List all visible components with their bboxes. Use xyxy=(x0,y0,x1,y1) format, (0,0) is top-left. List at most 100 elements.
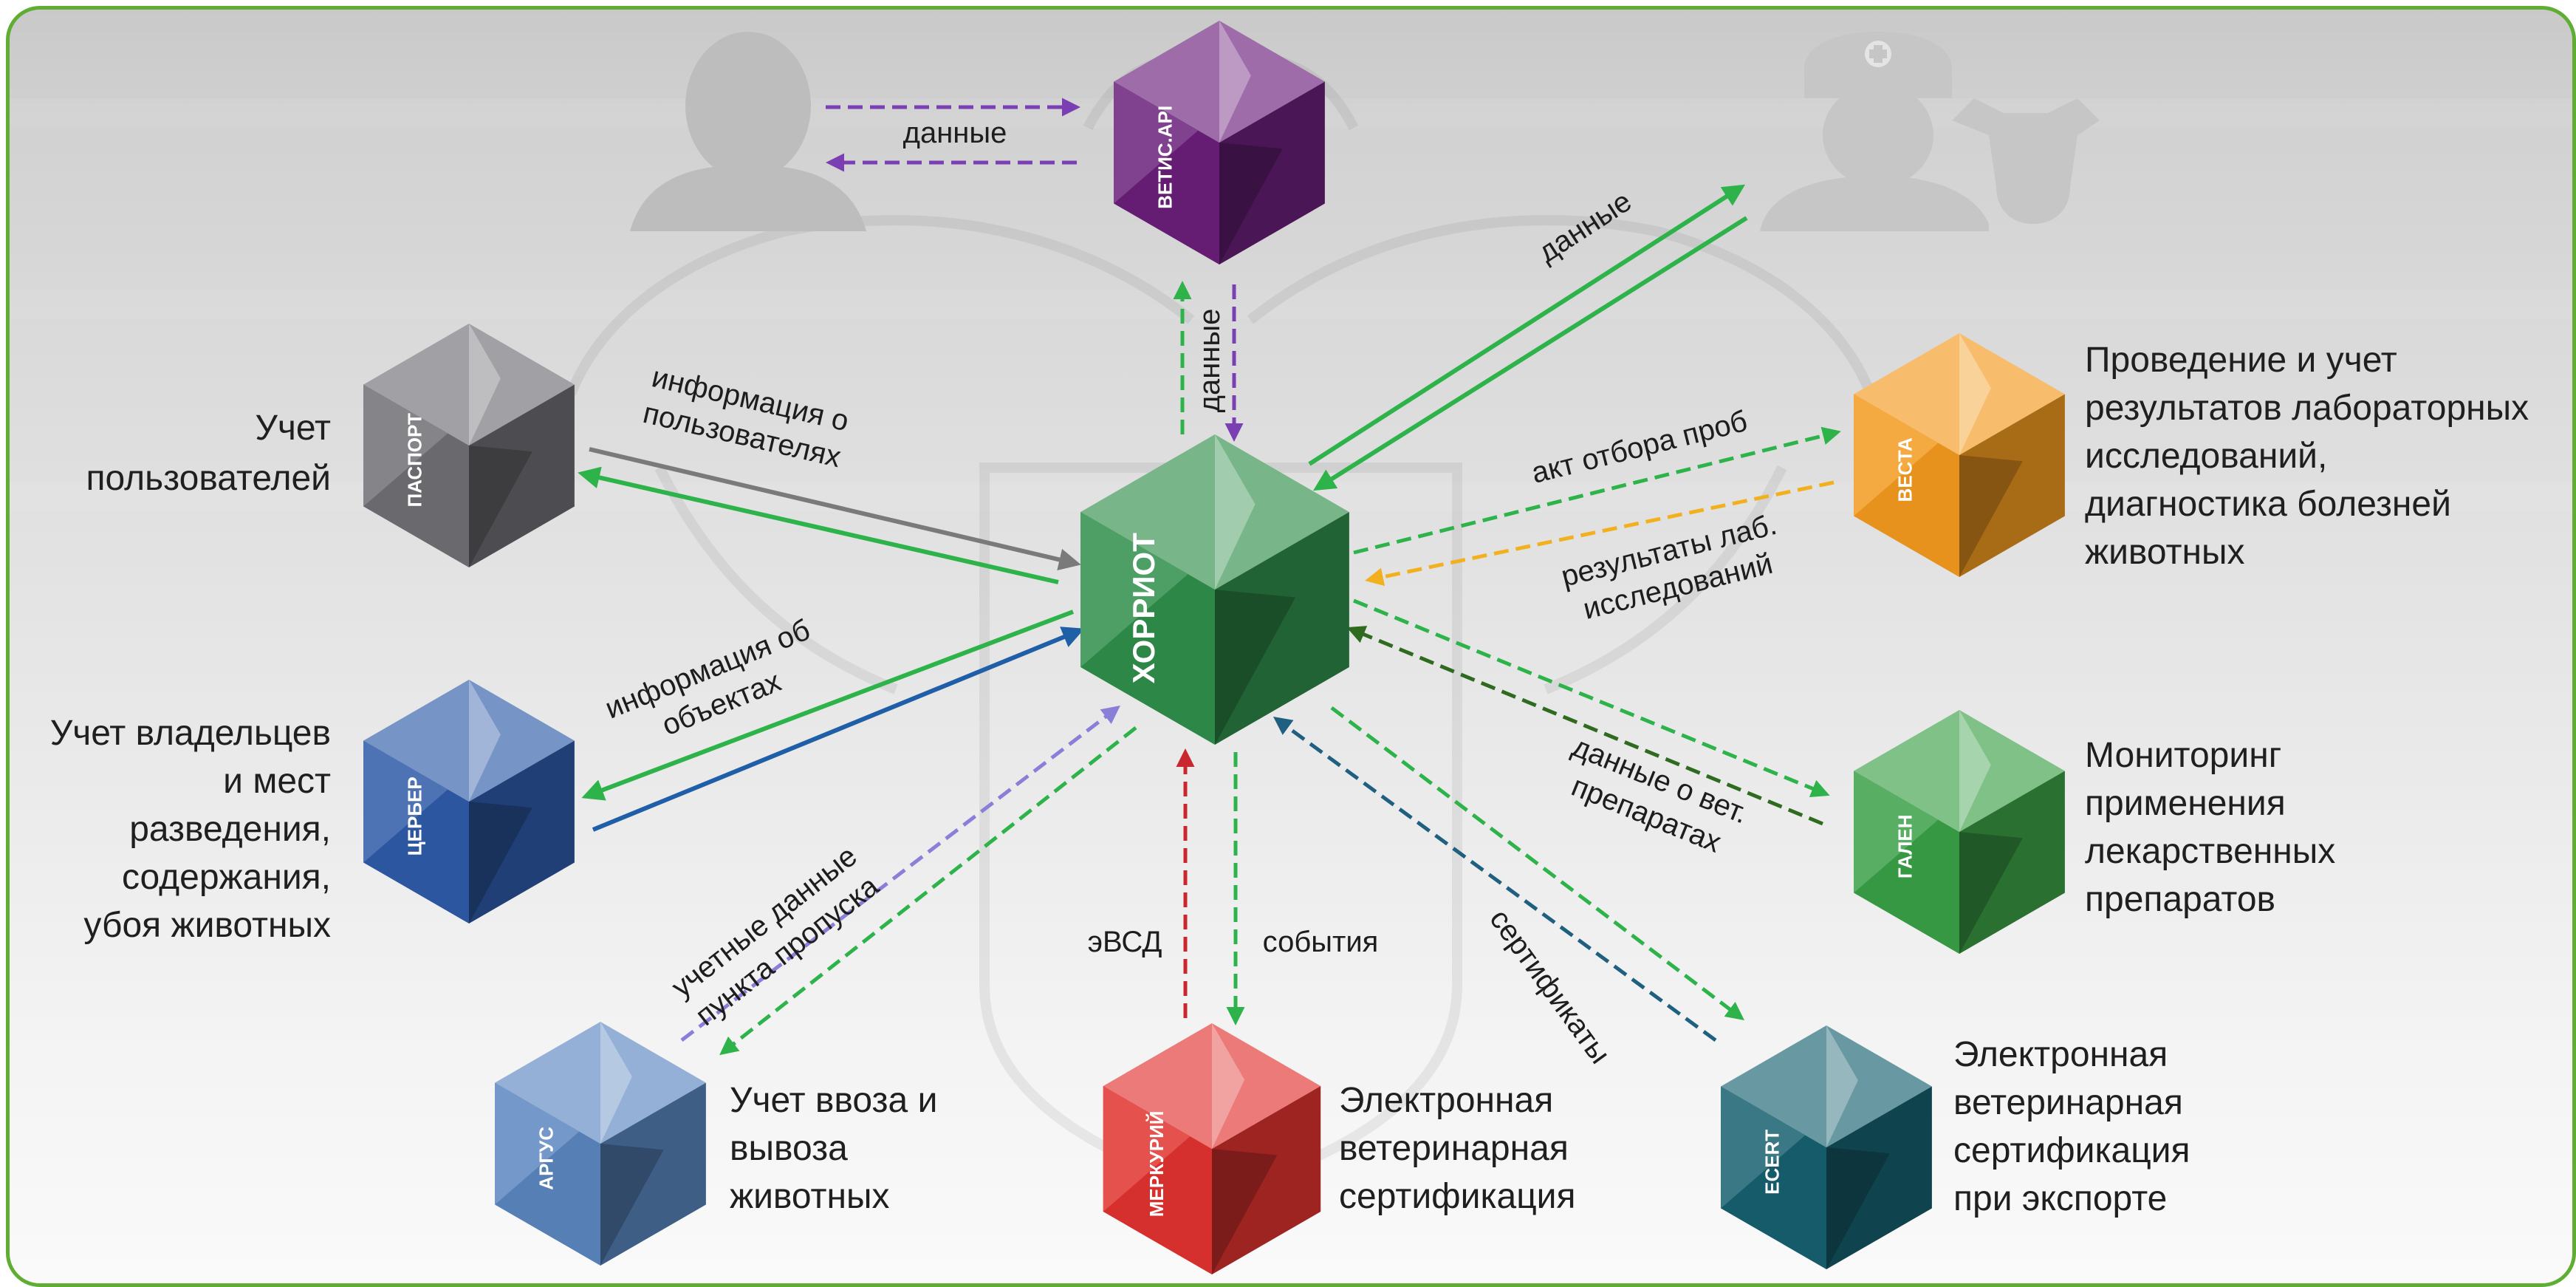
desc-line: вывоза xyxy=(730,1129,848,1168)
label-api-user: данные xyxy=(903,117,1007,149)
cube-vesta[interactable]: ВЕСТА xyxy=(1854,333,2065,577)
cube-right-face xyxy=(1212,1086,1321,1274)
cube-label: ВЕСТА xyxy=(1894,437,1916,502)
desc-cerber: Учет владельцев и мест разведения, содер… xyxy=(50,714,331,945)
desc-ecert: Электронная ветеринарная сертификация пр… xyxy=(1953,1035,2190,1218)
label-evsd: эВСД xyxy=(1088,926,1162,958)
cube-facet xyxy=(1219,21,1251,143)
cube-facet xyxy=(1721,1086,1806,1209)
label-cerber: информация об объектах xyxy=(600,613,815,742)
desc-line: ветеринарная xyxy=(1339,1129,1569,1168)
desc-line: и мест xyxy=(223,762,331,801)
cube-facet xyxy=(469,802,532,924)
cube-vetis-api[interactable]: ВЕТИС.API xyxy=(1114,21,1325,264)
cube-facet xyxy=(495,1082,580,1205)
desc-line: Учет ввоза и xyxy=(730,1081,937,1120)
cube-label: ХОРРИОТ xyxy=(1126,533,1161,683)
desc-line: при экспорте xyxy=(1953,1179,2167,1218)
cube-facet xyxy=(363,740,448,863)
desc-vesta: Проведение и учет результатов лабораторн… xyxy=(2085,341,2529,572)
cubes-layer: ВЕТИС.API ПАСПОРТ ХОРРИОТ ВЕСТА ЦЕРБЕР Г… xyxy=(363,21,2065,1274)
state-emblem-watermark xyxy=(566,48,1876,1198)
desc-line: содержания, xyxy=(122,858,331,897)
desc-line: Электронная xyxy=(1953,1035,2168,1074)
label-galen: данные о вет. препаратах xyxy=(1567,730,1753,858)
cube-galen[interactable]: ГАЛЕН xyxy=(1854,710,2065,954)
cube-facet xyxy=(1219,143,1283,264)
cube-label: ECERT xyxy=(1761,1130,1784,1195)
cube-facet xyxy=(1854,394,1939,516)
cube-facet xyxy=(1080,512,1188,667)
desc-line: животных xyxy=(730,1177,890,1216)
desc-line: ветеринарная xyxy=(1953,1083,2183,1122)
user-silhouette-icon xyxy=(630,32,866,231)
cube-right-face xyxy=(1959,394,2065,577)
cube-mercury[interactable]: МЕРКУРИЙ xyxy=(1103,1023,1321,1274)
cube-right-face xyxy=(1826,1086,1932,1269)
cube-facet xyxy=(1215,590,1296,745)
cube-facet xyxy=(1212,1149,1278,1274)
label-argus: учетные данные пункта пропуска xyxy=(665,840,885,1033)
arrow-ecert-to-hub xyxy=(1272,717,1717,1042)
cube-facet xyxy=(1826,1025,1858,1147)
cube-facet xyxy=(1959,710,1991,832)
arrow-cerber-to-hub xyxy=(592,627,1085,832)
desc-argus: Учет ввоза и вывоза животных xyxy=(730,1081,937,1216)
cube-facet xyxy=(1212,1023,1245,1149)
cube-right-face xyxy=(469,384,575,567)
descriptions: Учет пользователей Учет владельцев и мес… xyxy=(50,341,2529,1218)
desc-line: препаратов xyxy=(2085,880,2275,919)
cube-facet xyxy=(469,446,532,567)
label-certs: сертификаты xyxy=(1483,904,1616,1070)
arrow-hub-to-ecert xyxy=(1330,706,1744,1021)
cube-facet xyxy=(469,324,501,446)
cube-hub[interactable]: ХОРРИОТ xyxy=(1080,434,1349,745)
desc-line: исследований, xyxy=(2085,437,2327,476)
arrow-passport-to-hub xyxy=(589,447,1081,571)
cube-facet xyxy=(1959,455,2023,577)
desc-passport: Учет пользователей xyxy=(86,409,331,498)
desc-line: Проведение и учет xyxy=(2085,341,2397,380)
cube-facet xyxy=(1959,333,1991,455)
cube-cerber[interactable]: ЦЕРБЕР xyxy=(363,680,575,924)
desc-line: Мониторинг xyxy=(2085,736,2281,775)
cube-right-face xyxy=(1219,81,1325,264)
cube-facet xyxy=(600,1022,632,1144)
cube-facet xyxy=(600,1144,664,1266)
arrow-hub-to-vesta xyxy=(1353,426,1841,555)
cube-right-face xyxy=(600,1082,706,1266)
label-api-hub: данные xyxy=(1193,309,1226,413)
desc-line: результатов лабораторных xyxy=(2085,389,2529,428)
desc-line: Учет xyxy=(255,409,331,448)
arrow-vet-to-hub xyxy=(1312,216,1748,491)
cube-passport[interactable]: ПАСПОРТ xyxy=(363,324,575,567)
cube-facet xyxy=(1215,434,1256,590)
label-vesta-sample: акт отбора проб xyxy=(1528,405,1750,490)
cube-label: ПАСПОРТ xyxy=(404,413,426,508)
cube-right-face xyxy=(1959,771,2065,954)
cube-facet xyxy=(1114,81,1199,204)
cube-facet xyxy=(1854,771,1939,893)
cube-argus[interactable]: АРГУС xyxy=(495,1022,706,1266)
desc-line: пользователей xyxy=(86,459,331,498)
desc-line: сертификация xyxy=(1339,1177,1575,1216)
arrow-vesta-to-hub xyxy=(1365,480,1835,587)
label-events: события xyxy=(1263,926,1379,958)
desc-line: диагностика болезней xyxy=(2085,485,2451,524)
desc-line: убоя животных xyxy=(83,906,331,945)
cube-ecert[interactable]: ECERT xyxy=(1721,1025,1932,1269)
label-passport: информация о пользователях xyxy=(640,361,852,474)
arrow-hub-to-vet xyxy=(1308,184,1746,466)
cube-label: ГАЛЕН xyxy=(1894,815,1916,879)
arrow-hub-to-galen xyxy=(1353,598,1830,797)
arrow-hub-to-passport xyxy=(578,466,1059,584)
cube-facet xyxy=(469,680,501,802)
arrow-galen-to-hub xyxy=(1346,626,1823,826)
cube-facet xyxy=(363,384,448,507)
cube-label: АРГУС xyxy=(535,1127,558,1190)
diagram-canvas: данные данные данные информация о пользо… xyxy=(6,6,2576,1287)
desc-line: Электронная xyxy=(1339,1081,1553,1120)
desc-line: лекарственных xyxy=(2085,832,2335,871)
cube-label: ВЕТИС.API xyxy=(1154,106,1176,209)
cube-right-face xyxy=(1215,512,1349,745)
